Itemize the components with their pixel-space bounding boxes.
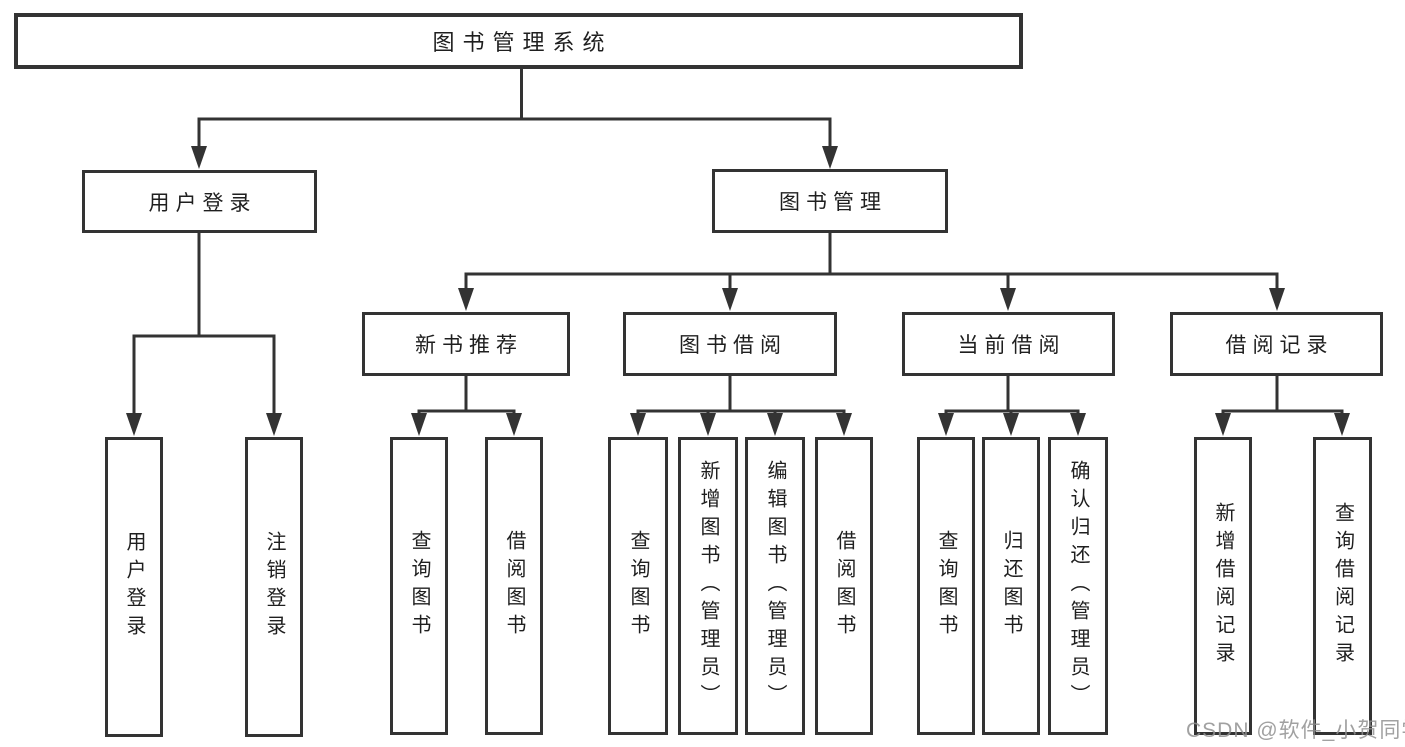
leaf-user-login-label: 用户登录 xyxy=(123,531,145,643)
node-new-book-recommendation: 新书推荐 xyxy=(362,312,570,376)
leaf-borrow-book: 借阅图书 xyxy=(815,437,873,735)
arrowheads xyxy=(126,146,1350,436)
node-borrowing-records-label: 借阅记录 xyxy=(1225,334,1334,357)
node-book-borrowing-label: 图书借阅 xyxy=(679,334,787,357)
leaf-user-login: 用户登录 xyxy=(105,437,163,737)
node-book-borrowing: 图书借阅 xyxy=(623,312,837,376)
node-library-management-system-label: 图书管理系统 xyxy=(432,30,613,55)
leaf-confirm-return-admin-label: 确认归还（管理员） xyxy=(1067,460,1089,712)
leaf-borrow-book-label: 借阅图书 xyxy=(833,530,855,642)
leaf-query-borrow-record: 查询借阅记录 xyxy=(1313,437,1372,735)
leaf-query-book-borrow-label: 查询图书 xyxy=(627,530,649,642)
node-user-login: 用户登录 xyxy=(82,170,317,233)
leaf-borrow-book-recommend: 借阅图书 xyxy=(485,437,543,735)
leaf-return-book-label: 归还图书 xyxy=(1000,530,1022,642)
node-library-management-system: 图书管理系统 xyxy=(14,13,1023,69)
leaf-return-book: 归还图书 xyxy=(982,437,1040,735)
node-new-book-recommendation-label: 新书推荐 xyxy=(415,334,523,357)
node-user-login-label: 用户登录 xyxy=(148,191,257,215)
node-current-borrowing: 当前借阅 xyxy=(902,312,1115,376)
leaf-query-book-current-label: 查询图书 xyxy=(935,530,957,642)
leaf-query-book-recommend-label: 查询图书 xyxy=(408,530,430,642)
watermark: CSDN @软件_小贺同学 xyxy=(1186,719,1405,742)
leaf-query-book-current: 查询图书 xyxy=(917,437,975,735)
leaf-add-book-admin-label: 新增图书（管理员） xyxy=(697,460,719,712)
node-borrowing-records: 借阅记录 xyxy=(1170,312,1383,376)
node-book-management-label: 图书管理 xyxy=(779,191,887,214)
leaf-logout-label: 注销登录 xyxy=(263,531,285,643)
leaf-borrow-book-recommend-label: 借阅图书 xyxy=(503,530,525,642)
leaf-add-book-admin: 新增图书（管理员） xyxy=(678,437,738,735)
leaf-add-borrow-record-label: 新增借阅记录 xyxy=(1212,502,1234,670)
leaf-query-borrow-record-label: 查询借阅记录 xyxy=(1331,502,1354,670)
leaf-edit-book-admin: 编辑图书（管理员） xyxy=(745,437,805,735)
leaf-query-book-recommend: 查询图书 xyxy=(390,437,448,735)
leaf-logout: 注销登录 xyxy=(245,437,303,737)
leaf-confirm-return-admin: 确认归还（管理员） xyxy=(1048,437,1108,735)
leaf-add-borrow-record: 新增借阅记录 xyxy=(1194,437,1252,735)
leaf-edit-book-admin-label: 编辑图书（管理员） xyxy=(764,460,786,712)
leaf-query-book-borrow: 查询图书 xyxy=(608,437,668,735)
node-current-borrowing-label: 当前借阅 xyxy=(957,334,1066,357)
node-book-management: 图书管理 xyxy=(712,169,948,233)
